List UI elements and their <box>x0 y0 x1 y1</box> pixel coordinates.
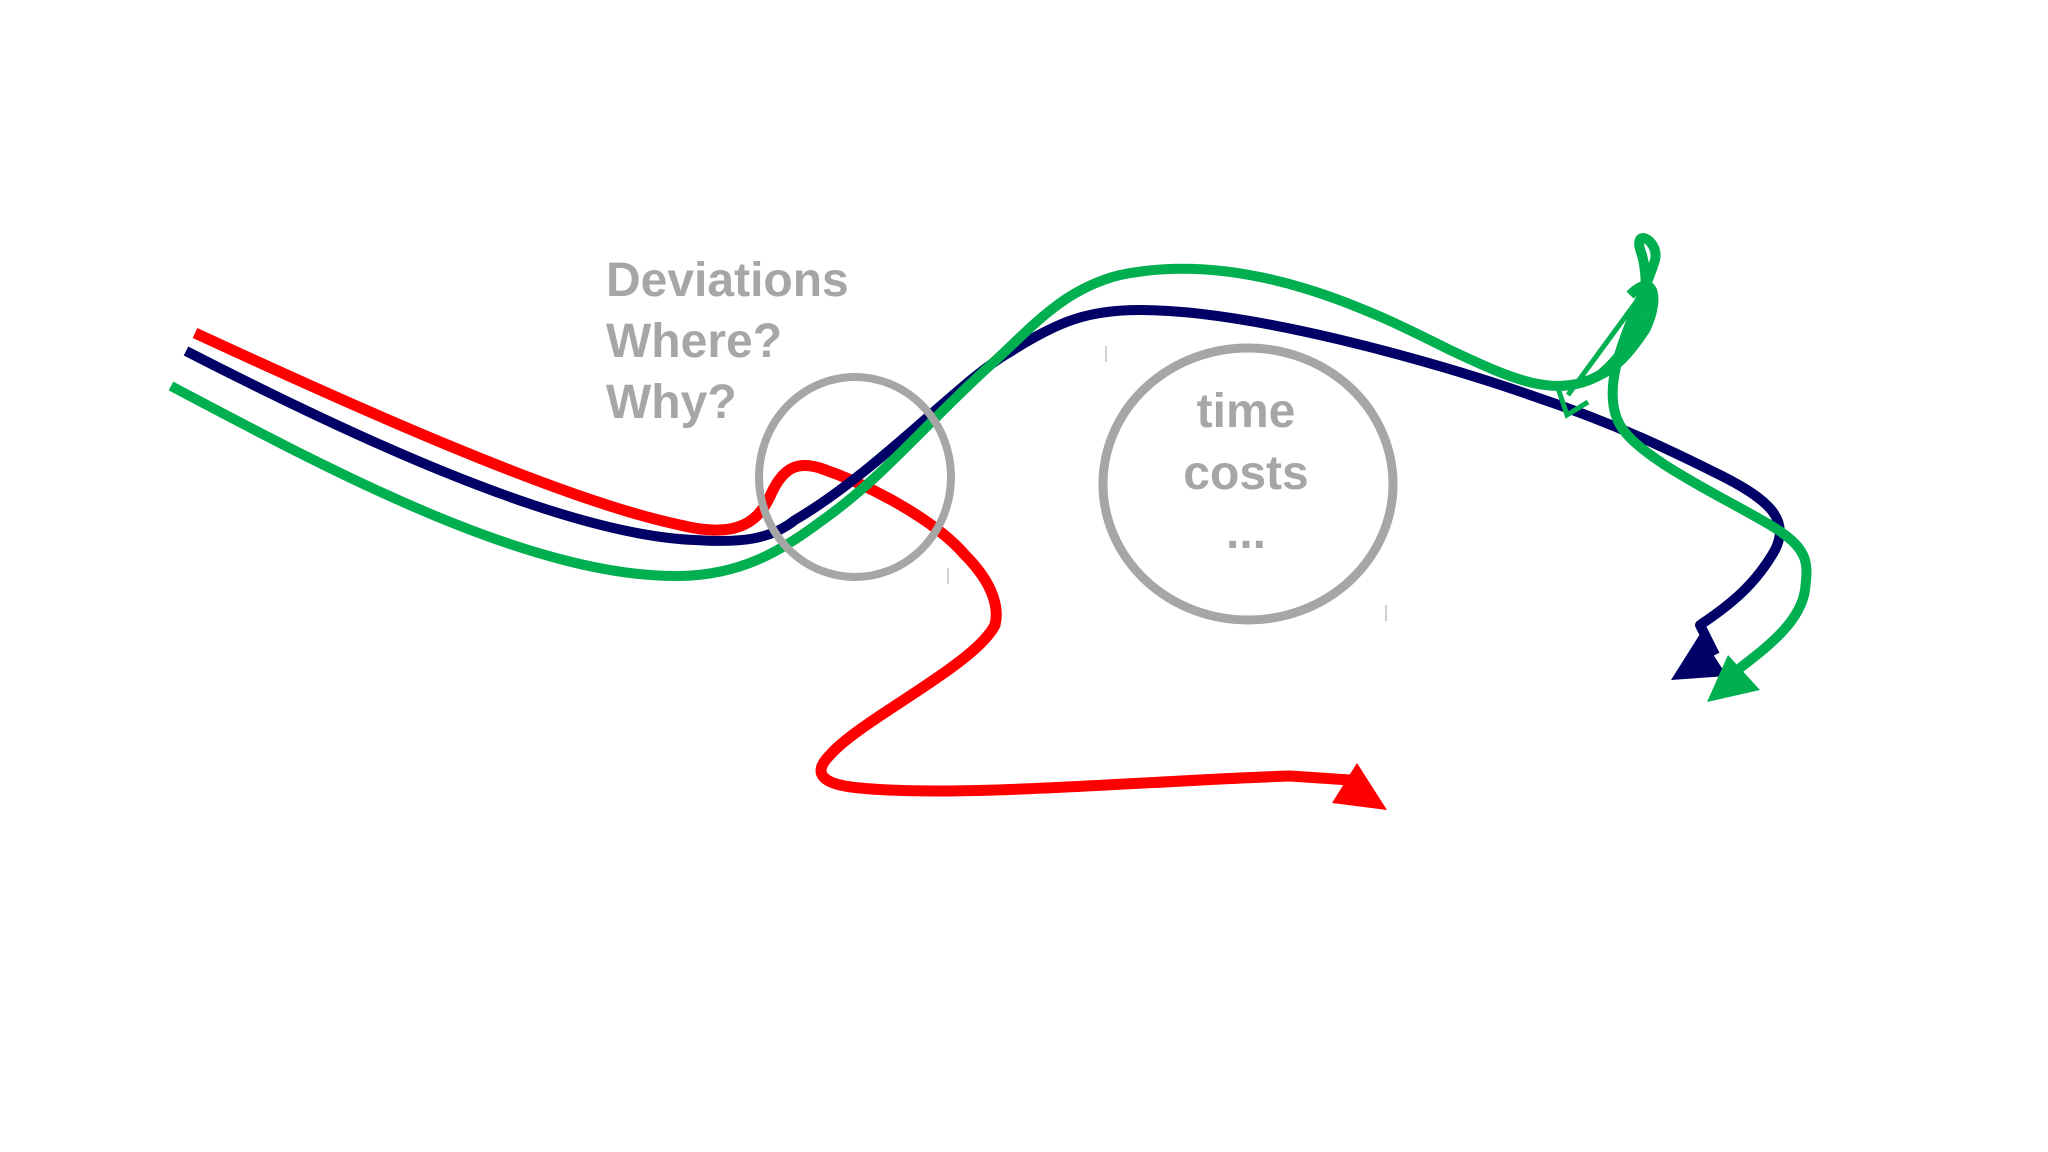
green-process-path-descent <box>1596 233 1812 676</box>
navy-process-path <box>183 305 1785 658</box>
ellipsis-label: ... <box>1226 506 1266 559</box>
time-label: time <box>1197 385 1296 438</box>
costs-label: costs <box>1183 447 1308 500</box>
red-arrowhead <box>1332 763 1387 810</box>
green-arrowhead <box>1707 655 1760 702</box>
why-question: Why? <box>606 376 737 429</box>
green-return-arrow-icon <box>1555 387 1590 419</box>
red-process-path <box>192 328 1351 797</box>
navy-arrowhead <box>1671 634 1727 680</box>
where-question: Where? <box>606 315 782 368</box>
time-costs-circle <box>1098 343 1398 625</box>
deviation-circle <box>755 373 955 581</box>
green-return-stroke <box>1565 288 1648 397</box>
deviations-label: Deviations <box>606 254 849 307</box>
